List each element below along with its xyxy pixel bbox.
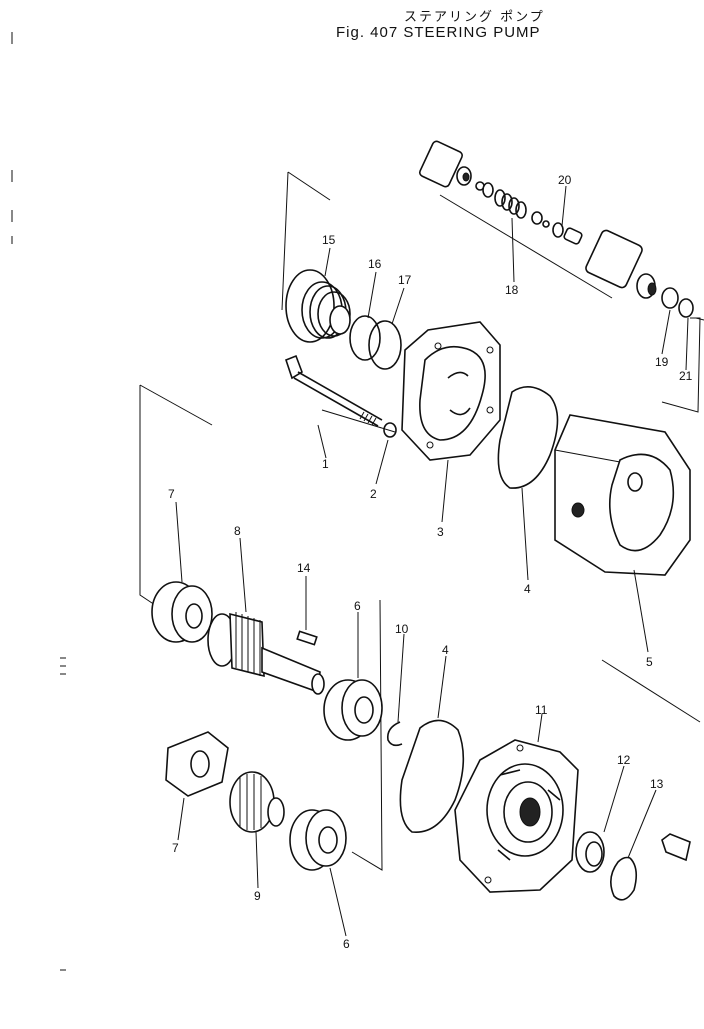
label-part-17: 17 bbox=[398, 273, 412, 287]
relief-valve-assembly bbox=[418, 140, 694, 318]
bearing-part-6-upper bbox=[323, 679, 383, 741]
gasket-part-4-lower bbox=[399, 719, 465, 833]
label-part-3: 3 bbox=[437, 525, 444, 539]
label-part-8: 8 bbox=[234, 524, 241, 538]
label-part-5: 5 bbox=[646, 655, 653, 669]
snap-ring-part-13 bbox=[610, 856, 638, 901]
margin-marks bbox=[11, 32, 66, 971]
label-part-13: 13 bbox=[650, 777, 664, 791]
label-part-9: 9 bbox=[254, 889, 261, 903]
o-ring-part-17 bbox=[368, 320, 402, 370]
plug-part-15 bbox=[285, 269, 351, 343]
direction-arrow-icon bbox=[661, 833, 691, 862]
leader-lines bbox=[175, 185, 689, 937]
gasket-part-4-upper bbox=[497, 386, 559, 489]
label-part-2: 2 bbox=[370, 487, 377, 501]
label-part-7-upper: 7 bbox=[168, 487, 175, 501]
bearing-part-6-lower bbox=[289, 809, 347, 871]
driven-gear-part-9 bbox=[229, 771, 285, 833]
label-part-11: 11 bbox=[535, 703, 548, 717]
cover-part-3 bbox=[401, 321, 501, 461]
label-part-4-upper: 4 bbox=[524, 582, 531, 596]
washer-part-2 bbox=[383, 422, 397, 438]
oil-seal-part-12 bbox=[575, 831, 605, 873]
snap-ring-part-10 bbox=[386, 721, 403, 747]
label-part-12: 12 bbox=[617, 753, 631, 767]
label-part-20: 20 bbox=[558, 173, 572, 187]
o-ring-part-16 bbox=[349, 315, 381, 361]
title-japanese: ステアリング ポンプ bbox=[404, 10, 545, 25]
page-title: Fig. 407 STEERING PUMP bbox=[336, 24, 541, 41]
key-part-14 bbox=[296, 630, 318, 646]
label-part-4-lower: 4 bbox=[442, 643, 449, 657]
bearing-part-7-upper bbox=[151, 581, 213, 643]
flange-part-11 bbox=[454, 739, 579, 893]
label-part-1: 1 bbox=[322, 457, 329, 471]
label-part-18: 18 bbox=[505, 283, 519, 297]
guide-lines bbox=[139, 171, 704, 871]
label-part-16: 16 bbox=[368, 257, 382, 271]
label-part-15: 15 bbox=[322, 233, 336, 247]
label-part-21: 21 bbox=[679, 369, 693, 383]
label-part-10: 10 bbox=[395, 622, 409, 636]
body-part-5 bbox=[554, 414, 691, 576]
label-part-14: 14 bbox=[297, 561, 311, 575]
bearing-part-7-lower bbox=[165, 731, 229, 797]
bolt-part-1 bbox=[285, 354, 383, 427]
label-part-19: 19 bbox=[655, 355, 669, 369]
drive-gear-part-8 bbox=[207, 612, 325, 695]
label-part-7-lower: 7 bbox=[172, 841, 179, 855]
label-part-6-upper: 6 bbox=[354, 599, 361, 613]
label-part-6-lower: 6 bbox=[343, 937, 350, 951]
